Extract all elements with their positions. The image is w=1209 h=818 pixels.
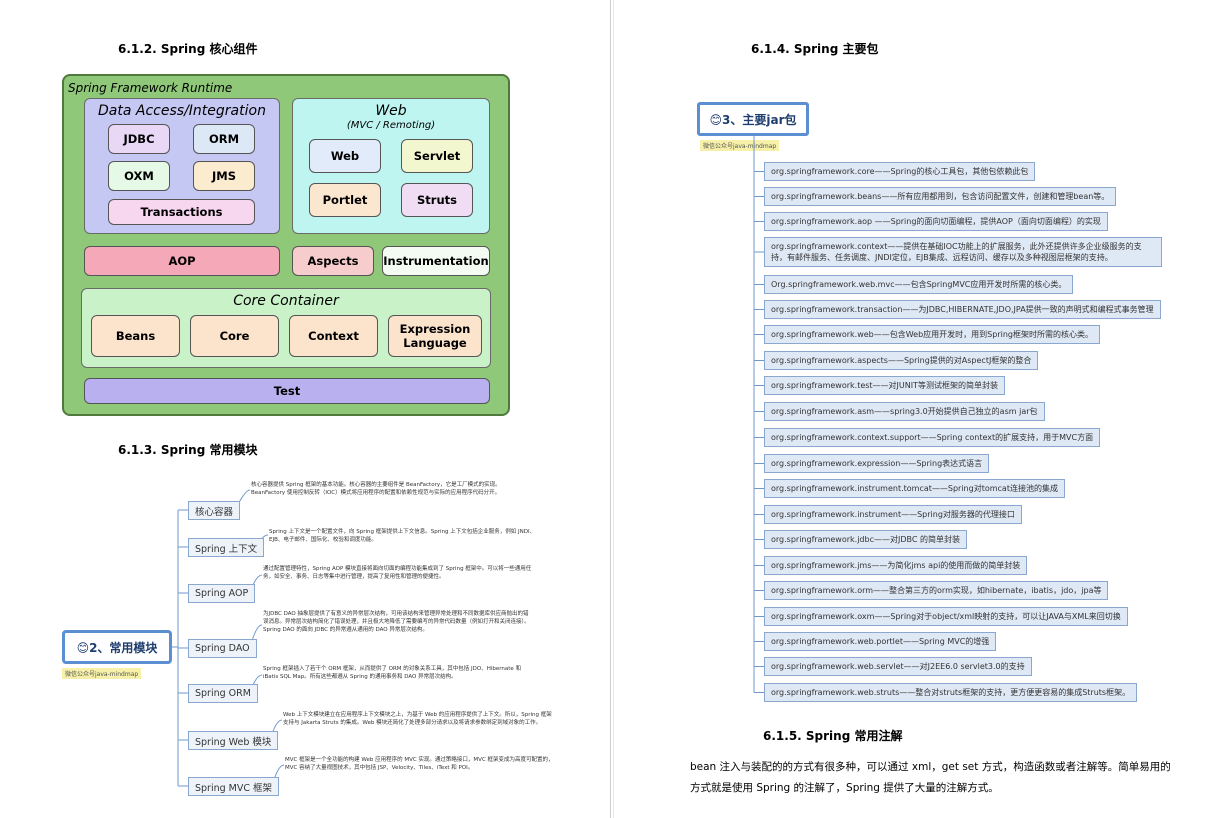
heading-annotations: 6.1.5. Spring 常用注解	[763, 729, 903, 743]
module-struts: Struts	[401, 183, 473, 217]
module-beans: Beans	[91, 315, 180, 357]
module-expression-language: Expression Language	[388, 315, 482, 357]
module-oxm: OXM	[108, 161, 170, 191]
page-divider	[610, 0, 611, 818]
module-transactions: Transactions	[108, 199, 255, 225]
package-node-context: org.springframework.context——提供在基础IOC功能上…	[764, 237, 1162, 267]
annotations-paragraph: bean 注入与装配的的方式有很多种，可以通过 xml，get set 方式，构…	[690, 761, 1171, 794]
package-node-web-portlet: org.springframework.web.portlet——Spring …	[764, 632, 997, 651]
package-node-instrument: org.springframework.instrument——Spring对服…	[764, 505, 1022, 524]
web-subtitle: (MVC / Remoting)	[346, 120, 436, 131]
module-jdbc: JDBC	[108, 124, 170, 154]
package-node-oxm: org.springframework.oxm——Spring对于object/…	[764, 607, 1128, 626]
package-node-beans: org.springframework.beans——所有应用都用到，包含访问配…	[764, 187, 1117, 206]
module-desc-web: Web 上下文模块建立在应用程序上下文模块之上，为基于 Web 的应用程序提供了…	[283, 712, 552, 726]
module-aspects: Aspects	[292, 246, 374, 276]
packages-mindmap-root: 😊3、主要jar包	[697, 102, 809, 136]
package-node-instrument-tomcat: org.springframework.instrument.tomcat——S…	[764, 479, 1065, 498]
heading-core-components: 6.1.2. Spring 核心组件	[118, 42, 258, 56]
spring-runtime-diagram: Spring Framework Runtime Data Access/Int…	[62, 74, 510, 416]
module-web: Web	[309, 139, 381, 173]
package-node-core: org.springframework.core——Spring的核心工具包，其…	[764, 162, 1036, 181]
module-node-web: Spring Web 模块	[188, 731, 279, 750]
module-desc-aop: 通过配置管理特性，Spring AOP 模块直接将面向切面的编程功能集成到了 S…	[263, 566, 532, 580]
package-node-aspects: org.springframework.aspects——Spring提供的对A…	[764, 351, 1039, 370]
package-node-web-servlet: org.springframework.web.servlet——对J2EE6.…	[764, 657, 1032, 676]
package-node-orm: org.springframework.orm——整合第三方的orm实现，如hi…	[764, 581, 1109, 600]
packages-mindmap-tag: 微信公众号java-mindmap	[700, 140, 780, 151]
core-container-panel: Core Container Beans Core Context Expres…	[81, 288, 491, 368]
modules-mindmap-tag: 微信公众号java-mindmap	[62, 668, 142, 679]
package-node-web: org.springframework.web——包含Web应用开发时，用到Sp…	[764, 325, 1100, 344]
runtime-title: Spring Framework Runtime	[68, 81, 233, 95]
heading-common-modules: 6.1.3. Spring 常用模块	[118, 443, 258, 457]
package-node-aop: org.springframework.aop ——Spring的面向切面编程，…	[764, 212, 1108, 231]
package-node-test: org.springframework.test——对JUNIT等测试框架的简单…	[764, 376, 1006, 395]
module-portlet: Portlet	[309, 183, 381, 217]
module-desc-context: Spring 上下文是一个配置文件，向 Spring 框架提供上下文信息。Spr…	[269, 529, 536, 543]
package-node-asm: org.springframework.asm——spring3.0开始提供自己…	[764, 402, 1045, 421]
module-orm: ORM	[193, 124, 255, 154]
package-node-web-struts: org.springframework.web.struts——整合对strut…	[764, 683, 1138, 702]
module-desc-orm: Spring 框架插入了若干个 ORM 框架，从而提供了 ORM 的对象关系工具…	[263, 666, 522, 680]
package-node-jms: org.springframework.jms——为简化jms api的使用而做…	[764, 556, 1028, 575]
module-node-aop: Spring AOP	[188, 584, 256, 603]
module-node-context: Spring 上下文	[188, 538, 265, 557]
package-node-jdbc: org.springframework.jdbc——对JDBC 的简单封装	[764, 530, 967, 549]
data-access-panel: Data Access/Integration JDBC ORM OXM JMS…	[84, 98, 280, 234]
module-servlet: Servlet	[401, 139, 473, 173]
web-panel: Web (MVC / Remoting) Web Servlet Portlet…	[292, 98, 490, 234]
package-node-expression: org.springframework.expression——Spring表达…	[764, 454, 990, 473]
modules-mindmap-connectors	[172, 489, 285, 787]
packages-mindmap-connectors	[753, 136, 764, 693]
module-desc-mvc: MVC 框架是一个全功能的构建 Web 应用程序的 MVC 实现。通过策略接口，…	[285, 757, 554, 771]
package-node-transaction: org.springframework.transaction——为JDBC,H…	[764, 300, 1161, 319]
web-title: Web	[375, 103, 407, 119]
data-access-title: Data Access/Integration	[98, 103, 266, 119]
module-node-orm: Spring ORM	[188, 684, 258, 703]
module-desc-core-container: 核心容器提供 Spring 框架的基本功能。核心容器的主要组件是 BeanFac…	[251, 482, 501, 496]
module-node-core-container: 核心容器	[188, 501, 241, 520]
page-divider-shadow	[613, 0, 614, 818]
module-context: Context	[289, 315, 378, 357]
module-node-mvc: Spring MVC 框架	[188, 777, 280, 796]
heading-main-packages: 6.1.4. Spring 主要包	[751, 42, 879, 56]
module-aop: AOP	[84, 246, 280, 276]
package-node-context-support: org.springframework.context.support——Spr…	[764, 428, 1101, 447]
module-instrumentation: Instrumentation	[382, 246, 490, 276]
module-desc-dao: 为JDBC DAO 抽象层提供了有意义的异常层次结构，可用该结构来管理异常处理和…	[263, 611, 530, 633]
module-node-dao: Spring DAO	[188, 639, 257, 658]
module-jms: JMS	[193, 161, 255, 191]
modules-mindmap-root: 😊2、常用模块	[62, 630, 172, 664]
core-container-title: Core Container	[233, 293, 339, 309]
module-core: Core	[190, 315, 279, 357]
module-test: Test	[84, 378, 490, 404]
package-node-web-mvc: Org.springframework.web.mvc——包含SpringMVC…	[764, 275, 1074, 294]
